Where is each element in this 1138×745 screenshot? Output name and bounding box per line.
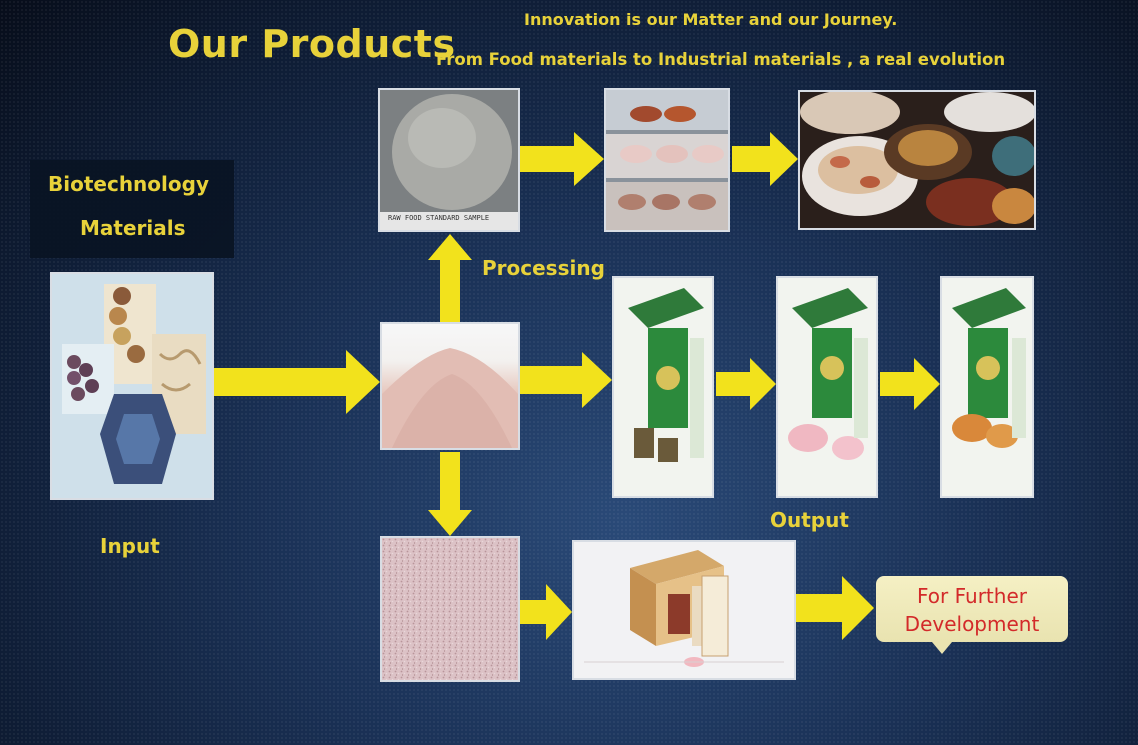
product-box-image-1: [612, 276, 714, 498]
label-output: Output: [770, 508, 849, 532]
tagline-innovation: Innovation is our Matter and our Journey…: [524, 10, 898, 29]
tagline-evolution: From Food materials to Industrial materi…: [436, 50, 1006, 69]
further-line-2: Development: [904, 612, 1040, 636]
food-dishes-image: [798, 90, 1036, 230]
page-title: Our Products: [168, 22, 456, 66]
input-materials-image: [50, 272, 214, 500]
patties-image: [604, 88, 730, 232]
label-processing: Processing: [482, 256, 605, 280]
product-box-image-3: [940, 276, 1034, 498]
pink-texture-image: [380, 536, 520, 682]
label-biotechnology: Biotechnology: [48, 172, 209, 196]
arrow-packaging-to-further: [796, 576, 874, 640]
label-input: Input: [100, 534, 160, 558]
further-development-callout: For Further Development: [876, 576, 1068, 654]
biotech-label-box: [30, 160, 234, 258]
arrow-input-to-powder: [214, 350, 380, 414]
arrow-powder-to-box1: [520, 352, 612, 408]
arrow-pink-to-packaging: [520, 584, 572, 640]
arrow-patties-to-dishes: [732, 132, 798, 186]
arrow-dough-to-patties: [520, 132, 604, 186]
arrow-box1-to-box2: [716, 358, 776, 410]
arrow-powder-up: [428, 234, 472, 322]
further-line-1: For Further: [917, 584, 1027, 608]
dough-ball-image: RAW FOOD STANDARD SAMPLE: [378, 88, 520, 232]
label-materials: Materials: [80, 216, 186, 240]
arrow-powder-down: [428, 452, 472, 536]
product-box-image-2: [776, 276, 878, 498]
arrow-box2-to-box3: [880, 358, 940, 410]
powder-image: [380, 322, 520, 450]
dough-caption: RAW FOOD STANDARD SAMPLE: [388, 214, 490, 222]
packaging-image: [572, 540, 796, 680]
